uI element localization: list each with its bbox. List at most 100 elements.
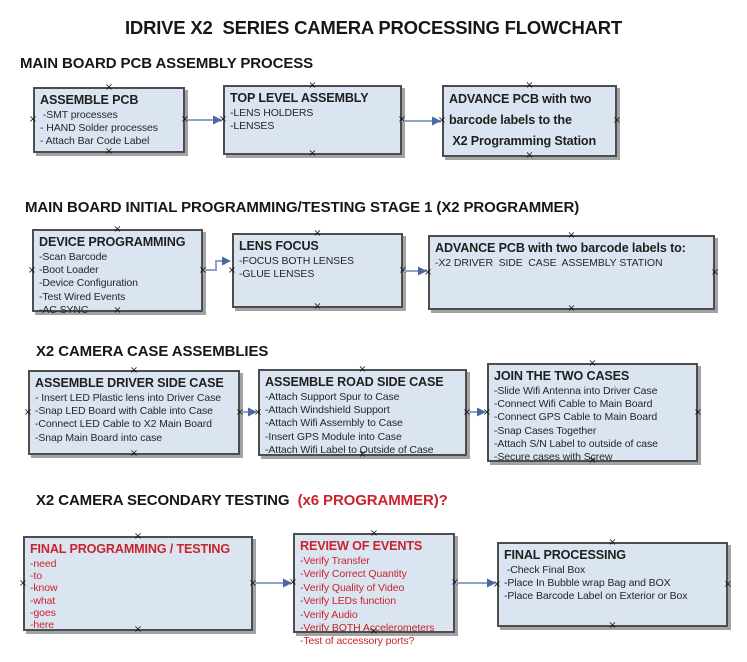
flow-box-final-programming-testing[interactable]: FINAL PROGRAMMING / TESTING-need-to-know…: [19, 532, 257, 635]
box-item: -Snap Cases Together: [494, 424, 597, 437]
flow-box-device-programming[interactable]: DEVICE PROGRAMMING-Scan Barcode-Boot Loa…: [28, 225, 207, 316]
connection-handle-icon: ×: [369, 626, 379, 637]
connection-handle-icon: ×: [313, 228, 322, 239]
connection-handle-icon: ×: [27, 264, 37, 276]
flow-box-assemble-pcb[interactable]: ASSEMBLE PCB -SMT processes- HAND Solder…: [29, 83, 189, 157]
box-item: -Attach S/N Label to outside of case: [494, 437, 658, 450]
flow-box-assemble-driver-side-case[interactable]: ASSEMBLE DRIVER SIDE CASE- Insert LED Pl…: [24, 366, 244, 459]
box-item: -Verify LEDs function: [300, 595, 396, 608]
section-header-case-assemblies: X2 CAMERA CASE ASSEMBLIES: [36, 343, 268, 360]
box-title: FINAL PROCESSING: [504, 548, 626, 562]
section-header-red-note: (x6 PROGRAMMER)?: [289, 492, 448, 509]
connection-handle-icon: ×: [462, 406, 472, 418]
connection-handle-icon: ×: [28, 114, 38, 125]
box-item: -Device Configuration: [39, 277, 138, 290]
box-item: -Verify Quality of Video: [300, 581, 405, 594]
box-item: -Scan Barcode: [39, 251, 108, 263]
box-title: LENS FOCUS: [239, 239, 319, 253]
box-item: -LENS HOLDERS: [230, 107, 314, 119]
connection-handle-icon: ×: [308, 148, 317, 159]
connection-handle-icon: ×: [218, 114, 228, 125]
box-item: -LENSES: [230, 120, 275, 133]
connection-handle-icon: ×: [104, 82, 114, 93]
box-item: -Test of accessory ports?: [300, 635, 415, 648]
section-header-secondary-testing: X2 CAMERA SECONDARY TESTING (x6 PROGRAMM…: [36, 492, 448, 509]
connection-handle-icon: ×: [567, 303, 576, 314]
connection-handle-icon: ×: [588, 455, 597, 466]
flow-box-lens-focus[interactable]: LENS FOCUS-FOCUS BOTH LENSES-GLUE LENSES…: [228, 229, 407, 312]
connection-handle-icon: ×: [358, 364, 367, 375]
connection-handle-icon: ×: [525, 80, 534, 91]
connection-handle-icon: ×: [588, 358, 597, 369]
connection-handle-icon: ×: [308, 80, 317, 91]
section-header-text: MAIN BOARD INITIAL PROGRAMMING/TESTING S…: [25, 199, 580, 216]
box-item: -Place In Bubble wrap Bag and BOX: [504, 577, 671, 590]
box-item: -Snap LED Board with Cable into Case: [35, 405, 213, 418]
connection-handle-icon: ×: [313, 301, 322, 312]
box-title: JOIN THE TWO CASES: [494, 369, 630, 383]
box-item: -need: [30, 558, 57, 570]
flow-box-assemble-road-side-case[interactable]: ASSEMBLE ROAD SIDE CASE-Attach Support S…: [254, 365, 471, 460]
connection-handle-icon: ×: [23, 406, 33, 418]
flow-box-top-level-assembly[interactable]: TOP LEVEL ASSEMBLY-LENS HOLDERS-LENSES××…: [219, 81, 406, 159]
connection-handle-icon: ×: [133, 624, 143, 635]
connection-handle-icon: ×: [397, 114, 407, 125]
section-header-text: MAIN BOARD PCB ASSEMBLY PROCESS: [20, 55, 314, 72]
flow-box-review-of-events[interactable]: REVIEW OF EVENTS-Verify Transfer-Verify …: [289, 529, 459, 648]
connection-handle-icon: ×: [253, 406, 263, 418]
box-item: - Insert LED Plastic lens into Driver Ca…: [35, 392, 222, 404]
connection-handle-icon: ×: [18, 577, 28, 589]
box-item: -X2 DRIVER SIDE CASE ASSEMBLY STATION: [435, 257, 663, 269]
connection-handle-icon: ×: [608, 537, 617, 548]
connection-handle-icon: ×: [129, 448, 139, 459]
box-item: -Secure cases with Screw: [494, 451, 613, 464]
flow-box-join-the-two-cases[interactable]: JOIN THE TWO CASES-Slide Wifi Antenna in…: [483, 359, 702, 466]
connection-handle-icon: ×: [723, 578, 733, 590]
box-title: FINAL PROGRAMMING / TESTING: [30, 542, 231, 556]
box-item: -to: [30, 570, 42, 583]
box-item: -AC SYNC: [39, 303, 89, 316]
box-item: -Attach Windshield Support: [265, 404, 390, 417]
box-item: -GLUE LENSES: [239, 268, 315, 281]
box-title: ASSEMBLE PCB: [40, 93, 139, 107]
connection-handle-icon: ×: [104, 146, 114, 157]
box-item: -Verify Audio: [300, 608, 358, 621]
connection-handle-icon: ×: [227, 264, 237, 276]
box-item: -Verify Correct Quantity: [300, 568, 407, 581]
box-item: -Connect GPS Cable to Main Board: [494, 411, 658, 424]
box-item: -SMT processes: [40, 109, 118, 121]
box-item: -Verify Transfer: [300, 555, 370, 567]
connection-handle-icon: ×: [288, 577, 298, 588]
connection-handle-icon: ×: [482, 406, 492, 418]
connection-handle-icon: ×: [113, 224, 122, 235]
flow-box-advance-pcb-to-programming-station[interactable]: ADVANCE PCB with two barcode labels to t…: [438, 81, 621, 161]
box-item: -Connect Wifi Cable to Main Board: [494, 398, 653, 411]
connection-handle-icon: ×: [612, 115, 622, 126]
box-item: -Place Barcode Label on Exterior or Box: [504, 590, 688, 603]
connection-handle-icon: ×: [525, 150, 534, 161]
box-title: DEVICE PROGRAMMING: [39, 235, 186, 249]
box-item: -what: [30, 594, 56, 607]
connection-handle-icon: ×: [198, 264, 208, 276]
connection-handle-icon: ×: [693, 406, 703, 418]
connection-handle-icon: ×: [248, 577, 258, 589]
section-header-pcb-assembly: MAIN BOARD PCB ASSEMBLY PROCESS: [20, 55, 313, 72]
connection-handle-icon: ×: [358, 449, 367, 460]
connection-handle-icon: ×: [398, 264, 408, 276]
connection-handle-icon: ×: [235, 406, 245, 418]
box-item: -Attach Wifi Label to Outside of Case: [265, 443, 434, 456]
connection-handle-icon: ×: [437, 115, 447, 126]
connection-handle-icon: ×: [113, 305, 122, 316]
box-title: TOP LEVEL ASSEMBLY: [230, 91, 369, 105]
connection-handle-icon: ×: [423, 266, 433, 278]
connection-handle-icon: ×: [608, 620, 617, 631]
box-item: -Connect LED Cable to X2 Main Board: [35, 418, 212, 431]
connection-handle-icon: ×: [180, 114, 190, 125]
flow-box-advance-pcb-to-case-assembly[interactable]: ADVANCE PCB with two barcode labels to:-…: [424, 231, 719, 314]
connection-handle-icon: ×: [567, 230, 576, 241]
box-title: ASSEMBLE ROAD SIDE CASE: [265, 375, 444, 389]
page-title: IDRIVE X2 SERIES CAMERA PROCESSING FLOWC…: [124, 17, 623, 38]
flow-box-final-processing[interactable]: FINAL PROCESSING -Check Final Box-Place …: [493, 538, 732, 631]
box-item: -Test Wired Events: [39, 290, 126, 303]
